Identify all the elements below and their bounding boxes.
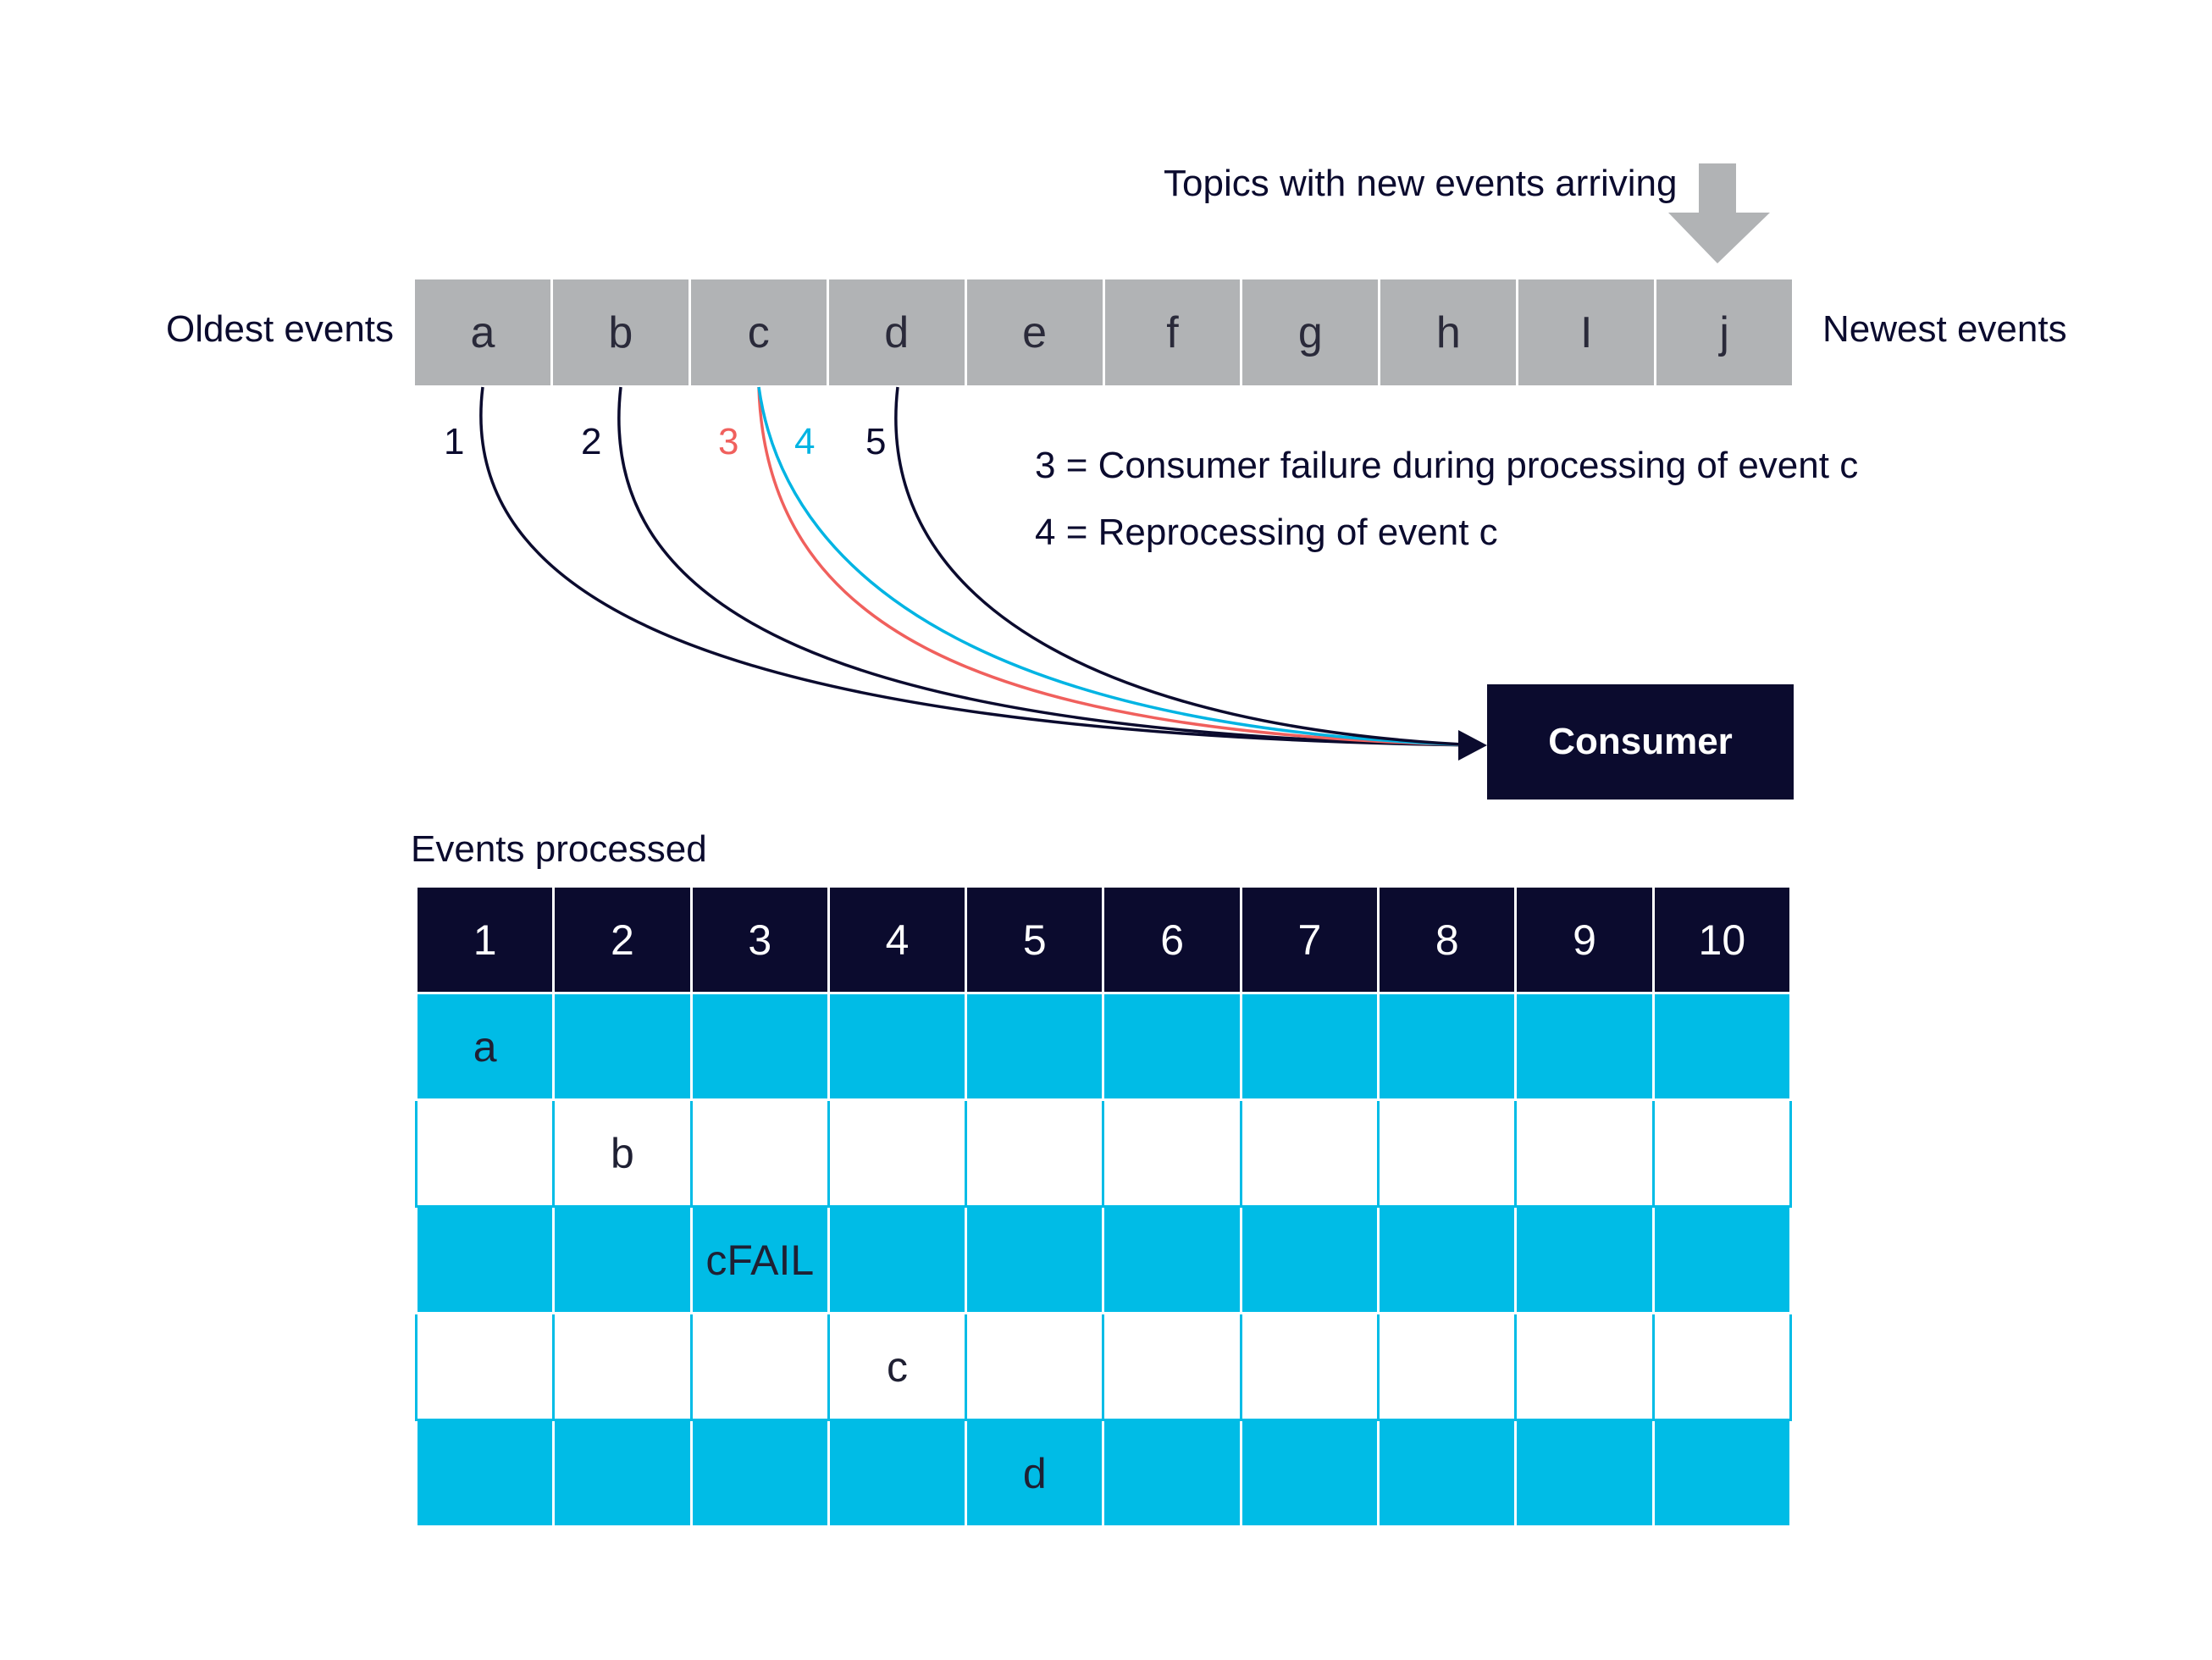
table-cell [552,1312,693,1421]
table-cell [827,1419,968,1528]
table-cell [1102,1312,1242,1421]
column-header: 9 [1514,885,1655,994]
curve-2 [617,386,1483,747]
event-cell: I [1518,279,1657,385]
column-header: 4 [827,885,968,994]
table-cell [1239,1098,1380,1208]
table-cell [1377,1419,1518,1528]
event-cell: j [1719,307,1729,357]
table-cell [1651,1312,1793,1421]
event-cell: h [1380,279,1519,385]
table-row: cFAIL [414,1205,1793,1314]
table-cell [414,1205,556,1314]
table-cell [827,1098,968,1208]
table-cell [552,1205,693,1314]
column-header: 7 [1239,885,1380,994]
column-header: 6 [1102,885,1242,994]
table-row: a [414,992,1793,1101]
table-cell [1514,1205,1655,1314]
event-cell: c [691,279,829,385]
column-header: 3 [689,885,830,994]
table-cell [1514,1419,1655,1528]
table-cell [689,992,830,1101]
table-cell [1514,1312,1655,1421]
table-cell [965,1205,1105,1314]
curve-5 [894,386,1483,747]
table-cell [827,992,968,1101]
table-cell [414,1312,556,1421]
table-cell [1651,1205,1793,1314]
table-row: d [414,1419,1793,1528]
table-cell [1651,1419,1793,1528]
arrival-label: Topics with new events arriving [1164,163,1678,204]
table-cell [1377,1312,1518,1421]
arrowhead-icon [1458,730,1487,761]
column-header: 5 [965,885,1105,994]
curve-1 [479,386,1483,747]
curve-label-5: 5 [865,421,887,462]
event-cell: b [553,279,691,385]
oldest-events-label: Oldest events [166,308,395,350]
event-strip: a b c d e f g h I j [415,279,1792,385]
event-cell: g [1242,279,1381,385]
table-row: b [414,1098,1793,1208]
table-cell [1651,992,1793,1101]
event-cell: f [1105,279,1243,385]
events-processed-title: Events processed [411,828,707,870]
table-cell [414,1098,556,1208]
table-cell [552,1419,693,1528]
table-cell [689,1098,830,1208]
table-cell [1377,992,1518,1101]
table-cell: a [414,992,556,1101]
table-cell [1239,1205,1380,1314]
curve-label-2: 2 [581,421,602,462]
table-cell [1239,992,1380,1101]
column-header: 8 [1377,885,1518,994]
event-cell: a [415,279,553,385]
table-cell [689,1419,830,1528]
curve-label-1: 1 [444,421,465,462]
column-header: 10 [1651,885,1793,994]
table-cell [965,1312,1105,1421]
table-cell [1239,1312,1380,1421]
table-cell: d [965,1419,1105,1528]
table-cell [1377,1205,1518,1314]
column-header: 1 [414,885,556,994]
consumer-box: Consumer [1487,684,1794,800]
table-cell [1651,1098,1793,1208]
table-header-row: 1 2 3 4 5 6 7 8 9 10 [414,885,1793,994]
column-header: 2 [552,885,693,994]
down-arrow-icon [1668,163,1770,263]
table-cell [1377,1098,1518,1208]
events-processed-table: 1 2 3 4 5 6 7 8 9 10 a b [414,885,1793,1528]
note-failure: 3 = Consumer failure during processing o… [1035,445,1859,486]
table-cell [1514,992,1655,1101]
table-row: c [414,1312,1793,1421]
table-cell: cFAIL [689,1205,830,1314]
curve-label-4: 4 [794,421,816,462]
table-cell [414,1419,556,1528]
table-cell [965,1098,1105,1208]
newest-events-label: Newest events [1822,308,2067,350]
curve-label-3: 3 [718,421,739,462]
table-cell [1239,1419,1380,1528]
table-cell: c [827,1312,968,1421]
table-cell: b [552,1098,693,1208]
table-cell [1514,1098,1655,1208]
table-cell [1102,992,1242,1101]
table-cell [552,992,693,1101]
table-cell [965,992,1105,1101]
table-cell [1102,1098,1242,1208]
event-cell: e [967,279,1105,385]
table-cell [1102,1205,1242,1314]
event-cell: d [829,279,967,385]
table-cell [689,1312,830,1421]
table-cell [827,1205,968,1314]
note-reprocessing: 4 = Reprocessing of event c [1035,512,1498,553]
table-cell [1102,1419,1242,1528]
